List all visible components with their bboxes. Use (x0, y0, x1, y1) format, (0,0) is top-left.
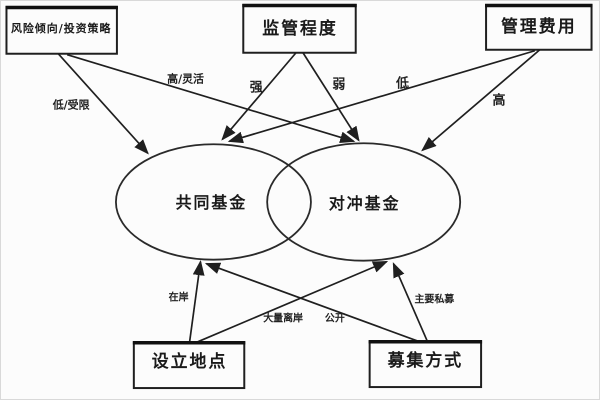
edge-location-to-mutual (188, 260, 205, 343)
edge-fundraising-to-mutual (204, 262, 419, 343)
node-risk-strategy: 风险倾向/投资策略 (5, 5, 118, 55)
node-location: 设立地点 (132, 341, 246, 390)
edge-label-regulation-hedge: 弱 (332, 77, 345, 93)
fundraising-box (368, 340, 483, 389)
hedge-fund-ellipse (266, 142, 462, 262)
edge-risk-to-hedge (66, 53, 356, 144)
edge-location-to-hedge (196, 260, 389, 344)
edge-label-fee-mutual: 低 (395, 76, 409, 92)
edge-regulation-to-mutual (221, 52, 297, 141)
location-label: 设立地点 (152, 351, 228, 371)
node-mutual-fund: 共同基金 (115, 143, 312, 261)
node-regulation: 监管程度 (242, 3, 357, 54)
edge-label-risk-hedge: 高/灵活 (167, 72, 204, 86)
node-management-fee: 管理费用 (485, 3, 593, 51)
fundraising-label: 募集方式 (387, 350, 464, 370)
edge-fundraising-to-hedge (392, 262, 429, 342)
edge-fee-to-hedge (421, 49, 541, 152)
mutual-fund-ellipse (115, 143, 312, 261)
edge-label-location-mutual: 在岸 (169, 290, 189, 303)
node-fundraising: 募集方式 (368, 340, 483, 389)
edge-regulation-to-hedge (302, 52, 360, 142)
edge-label-location-hedge: 大量离岸 (263, 311, 303, 324)
edge-fee-to-mutual (227, 49, 536, 144)
management-fee-box (485, 3, 593, 51)
edge-label-fee-hedge: 高 (493, 92, 506, 108)
risk-strategy-label: 风险倾向/投资策略 (11, 21, 112, 35)
hedge-fund-label: 对冲基金 (329, 194, 401, 213)
node-hedge-fund: 对冲基金 (266, 142, 462, 262)
mutual-fund-label: 共同基金 (176, 193, 248, 212)
management-fee-label: 管理费用 (501, 16, 577, 36)
regulation-label: 监管程度 (262, 18, 338, 38)
edge-label-risk-mutual: 低/受限 (52, 97, 90, 111)
edge-label-fundraising-mutual: 公开 (325, 312, 345, 324)
edge-label-fundraising-hedge: 主要私募 (414, 292, 455, 305)
edge-risk-to-mutual (57, 53, 149, 155)
edge-label-regulation-mutual: 强 (250, 81, 263, 96)
